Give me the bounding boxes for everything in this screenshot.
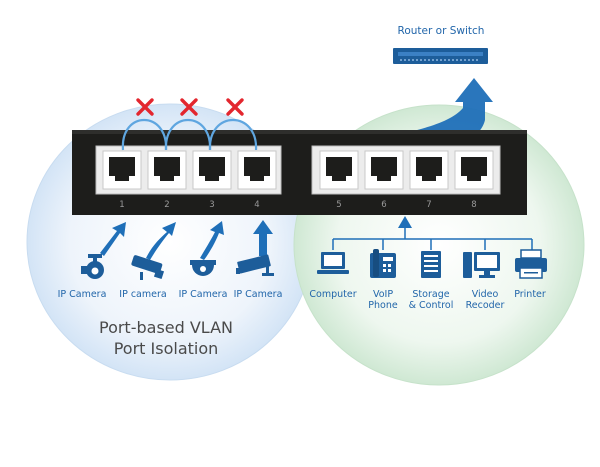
router-label: Router or Switch (398, 25, 485, 37)
blocked-cross-icons (136, 98, 244, 116)
device-label-voip-phone-line-1: VoIP (373, 289, 393, 300)
dome-camera-icon (190, 260, 216, 276)
port-number-7: 7 (426, 200, 431, 210)
device-label-voip-phone-line-2: Phone (368, 300, 398, 311)
port-number-6: 6 (381, 200, 386, 210)
vlan-title: Port-based VLAN (99, 318, 233, 337)
ethernet-port-1 (102, 150, 142, 190)
printer-icon (515, 249, 547, 279)
ethernet-port-8 (454, 150, 494, 190)
ethernet-port-7 (409, 150, 449, 190)
port-number-3: 3 (209, 200, 214, 210)
ethernet-port-2 (147, 150, 187, 190)
vlan-subtitle: Port Isolation (114, 339, 219, 358)
device-label-camera-1: IP Camera (58, 289, 107, 300)
device-label-camera-4: IP Camera (234, 289, 283, 300)
router-switch-icon (393, 48, 488, 64)
ethernet-port-6 (364, 150, 404, 190)
isolation-loops (121, 118, 258, 151)
laptop-icon (317, 252, 349, 274)
ptz-camera-icon (81, 254, 104, 279)
lan-uplink-arrow (398, 216, 412, 228)
box-camera-icon (236, 254, 274, 276)
device-label-printer-line-1: Printer (514, 289, 546, 300)
port-number-8: 8 (471, 200, 476, 210)
device-label-video-recorder-line-1: Video (472, 289, 499, 300)
device-label-camera-2: IP camera (119, 289, 166, 300)
device-label-storage-line-1: Storage (412, 289, 449, 300)
video-recorder-icon (463, 252, 500, 278)
device-tree-lines (332, 225, 533, 250)
device-label-camera-3: IP Camera (179, 289, 228, 300)
storage-icon (421, 251, 441, 278)
bullet-camera-icon (131, 255, 165, 280)
port-number-2: 2 (164, 200, 169, 210)
ethernet-port-5 (319, 150, 359, 190)
ethernet-port-4 (237, 150, 277, 190)
camera-uplink-arrows (100, 220, 273, 260)
voip-phone-icon (370, 249, 396, 278)
port-number-4: 4 (254, 200, 259, 210)
ethernet-port-3 (192, 150, 232, 190)
device-label-laptop-line-1: Computer (309, 289, 356, 300)
device-label-storage-line-2: & Control (409, 300, 454, 311)
port-number-5: 5 (336, 200, 341, 210)
device-label-video-recorder-line-2: Recoder (466, 300, 505, 311)
port-number-1: 1 (119, 200, 124, 210)
